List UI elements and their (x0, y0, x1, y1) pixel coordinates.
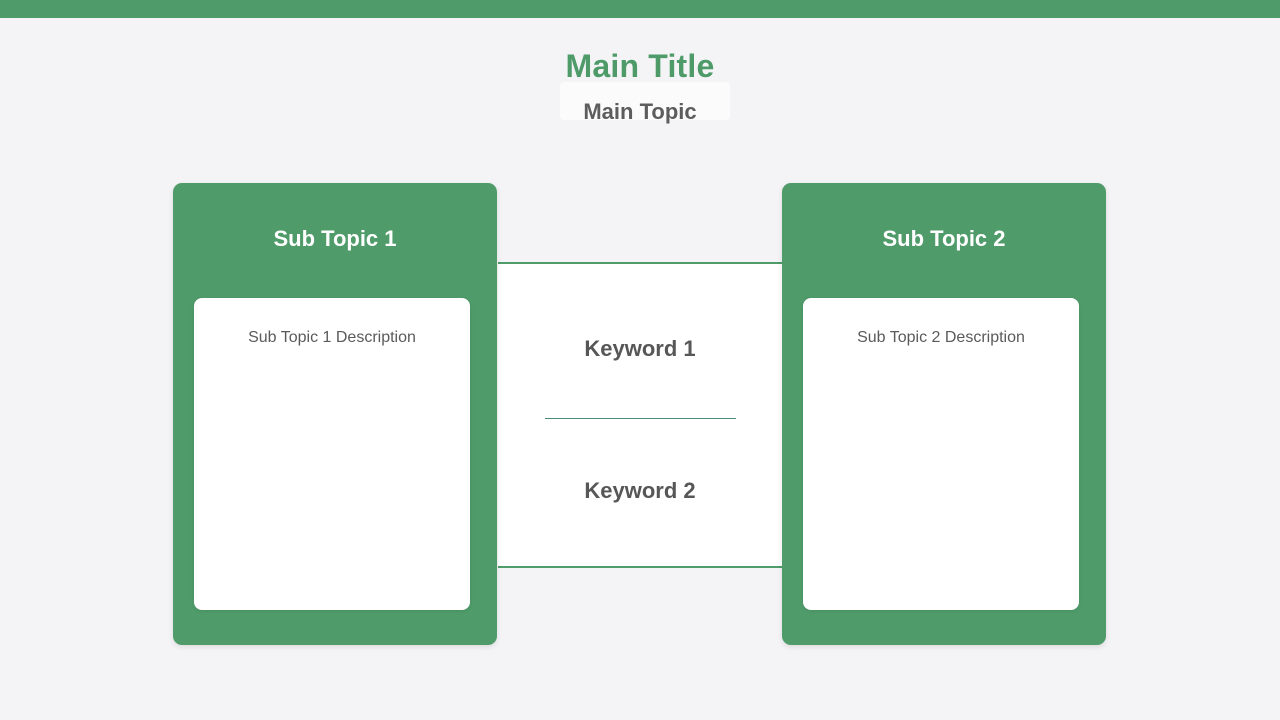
keyword-divider (545, 418, 736, 419)
heading-block: Main Title Main Topic (0, 46, 1280, 126)
page-title: Main Title (565, 48, 715, 84)
top-accent-bar (0, 0, 1280, 18)
sub-topic-card-1-description: Sub Topic 1 Description (248, 329, 416, 346)
page-subtitle: Main Topic (583, 99, 697, 124)
heading-glow (560, 82, 730, 120)
sub-topic-card-1-body: Sub Topic 1 Description (194, 298, 470, 610)
sub-topic-card-2-body: Sub Topic 2 Description (803, 298, 1079, 610)
keyword-item-1[interactable]: Keyword 1 (584, 336, 696, 361)
sub-topic-card-1-title: Sub Topic 1 (273, 226, 397, 251)
keyword-panel: Keyword 1 Keyword 2 (498, 262, 782, 568)
sub-topic-card-1[interactable]: Sub Topic 1 Sub Topic 1 Description (173, 183, 497, 645)
sub-topic-card-2-title: Sub Topic 2 (882, 226, 1006, 251)
sub-topic-card-2-description: Sub Topic 2 Description (857, 329, 1025, 346)
sub-topic-card-2[interactable]: Sub Topic 2 Sub Topic 2 Description (782, 183, 1106, 645)
keyword-item-2[interactable]: Keyword 2 (584, 478, 696, 503)
